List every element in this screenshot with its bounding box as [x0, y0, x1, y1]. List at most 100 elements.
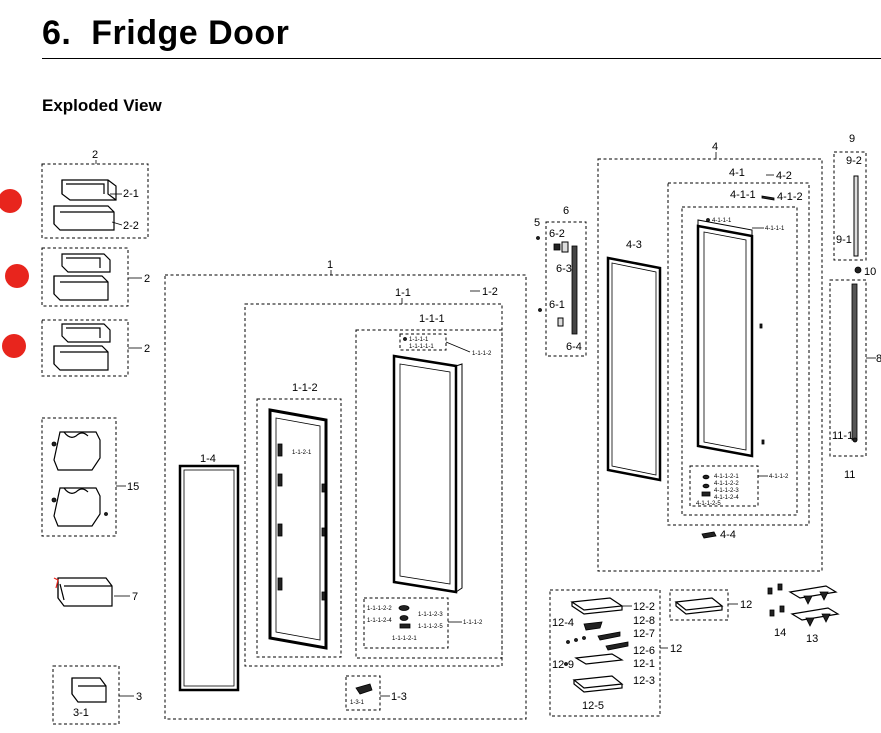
group-12-box — [549, 589, 661, 717]
group-1-1-box — [244, 303, 503, 667]
label-1: 1 — [327, 259, 333, 271]
label-1-1-1-2-5: 1-1-1-2-5 — [418, 624, 443, 630]
label-2-1: 2-1 — [123, 188, 139, 200]
label-1-1: 1-1 — [395, 287, 411, 299]
label-9-1: 9-1 — [836, 234, 852, 246]
group-1-1-1-2-box — [363, 597, 449, 649]
label-12-5: 12-5 — [582, 700, 604, 712]
group-9-box — [833, 151, 867, 261]
clips-14 — [767, 583, 785, 617]
label-9: 9 — [849, 133, 855, 145]
label-6-2: 6-2 — [549, 228, 565, 240]
group-4-1-1-box — [681, 206, 798, 516]
rod-6-4 — [571, 245, 578, 335]
label-1-2: 1-2 — [482, 286, 498, 298]
label-12a: 12 — [670, 643, 682, 655]
group-2b-box — [41, 247, 129, 307]
label-8: 8 — [876, 353, 881, 365]
group-1-box — [164, 274, 527, 720]
label-12b: 12 — [740, 599, 752, 611]
label-4-1-1: 4-1-1 — [730, 189, 756, 201]
label-3-1: 3-1 — [73, 707, 89, 719]
label-4-1-1-2-3: 4-1-1-2-3 — [714, 488, 739, 494]
label-1-1-1-2-1: 1-1-1-2-1 — [392, 636, 417, 642]
group-4-1-box — [667, 182, 810, 526]
label-1-1-1-2-3: 1-1-1-2-3 — [418, 612, 443, 618]
frame-1-1-2 — [268, 408, 328, 650]
label-1-3: 1-3 — [391, 691, 407, 703]
label-1-1-1: 1-1-1 — [419, 313, 445, 325]
frame-4-1-1 — [696, 219, 765, 458]
label-7: 7 — [132, 591, 138, 603]
label-1-1-2-1: 1-1-2-1 — [292, 450, 312, 456]
group-3-box — [52, 665, 120, 725]
label-2-2: 2-2 — [123, 220, 139, 232]
label-4-1-1-2: 4-1-1-2 — [769, 474, 789, 480]
label-1-4: 1-4 — [200, 453, 216, 465]
label-4-1-1-2-2: 4-1-1-2-2 — [714, 481, 739, 487]
label-2c: 2 — [144, 343, 150, 355]
group-2c-box — [41, 319, 129, 377]
basket-2c — [53, 323, 111, 371]
label-10: 10 — [864, 266, 876, 278]
label-14: 14 — [774, 627, 786, 639]
label-4-1-1-1: 4-1-1-1 — [712, 218, 732, 224]
hinge-parts-1-1-1-2 — [398, 605, 411, 629]
label-1-1-2: 1-1-2 — [292, 382, 318, 394]
label-2b: 2 — [144, 273, 150, 285]
red-marker-1 — [0, 189, 22, 213]
basket-2b — [53, 253, 111, 301]
group-1-1-1-1-box — [399, 333, 447, 351]
label-4: 4 — [712, 141, 718, 153]
label-11: 11 — [844, 469, 855, 481]
tray-12-2 — [570, 597, 624, 615]
label-4-2: 4-2 — [776, 170, 792, 182]
group-6-box — [545, 221, 587, 357]
label-12-1: 12-1 — [633, 658, 655, 670]
red-marker-2 — [5, 264, 29, 288]
cup-3-1 — [71, 677, 107, 703]
section-title: Exploded View — [42, 96, 162, 115]
parts-12 — [564, 621, 629, 693]
hinge-parts-4-1-1-2 — [701, 474, 711, 497]
label-12-2: 12-2 — [633, 601, 655, 613]
label-12-6: 12-6 — [633, 645, 655, 657]
group-4-box — [597, 158, 823, 572]
page-title: 6. Fridge Door — [42, 14, 290, 52]
label-4-4: 4-4 — [720, 529, 736, 541]
label-6: 6 — [563, 205, 569, 217]
label-12-7: 12-7 — [633, 628, 655, 640]
group-15-box — [41, 417, 117, 537]
brackets-13 — [788, 585, 840, 627]
label-4-1-2: 4-1-2 — [777, 191, 803, 203]
label-1-1-1-2-right: 1-1-1-2 — [463, 620, 483, 626]
label-6-3: 6-3 — [556, 263, 572, 275]
group-2a-box — [41, 163, 149, 239]
label-12-8: 12-8 — [633, 615, 655, 627]
panel-4-3 — [606, 256, 662, 482]
panel-1-4 — [178, 464, 240, 692]
red-marker-3 — [2, 334, 26, 358]
group-11-box — [829, 279, 867, 457]
label-1-1-1-1: 1-1-1-1 — [409, 337, 429, 343]
bin-7 — [53, 577, 113, 607]
label-4-1-1-2-1: 4-1-1-2-1 — [714, 474, 739, 480]
label-12-4: 12-4 — [552, 617, 574, 629]
label-13: 13 — [806, 633, 818, 645]
label-4-3: 4-3 — [626, 239, 642, 251]
frame-1-1-1 — [392, 354, 463, 594]
label-1-1-1-2-2: 1-1-1-2-2 — [367, 606, 392, 612]
basket-2-1 — [61, 179, 117, 201]
group-1-3-box — [345, 675, 381, 711]
group-4-1-1-2-box — [689, 465, 759, 507]
label-4-1-1-2-5: 4-1-1-2-5 — [696, 501, 721, 507]
label-4-1: 4-1 — [729, 167, 745, 179]
tray-12b — [674, 597, 724, 615]
label-4-1-1-2-4: 4-1-1-2-4 — [714, 495, 739, 501]
label-1-1-1-1-1: 1-1-1-1-1 — [409, 344, 434, 350]
label-1-1-1-2-4: 1-1-1-2-4 — [367, 618, 392, 624]
basket-2-2 — [53, 205, 115, 231]
label-6-1: 6-1 — [549, 299, 565, 311]
title-rule — [42, 58, 881, 59]
